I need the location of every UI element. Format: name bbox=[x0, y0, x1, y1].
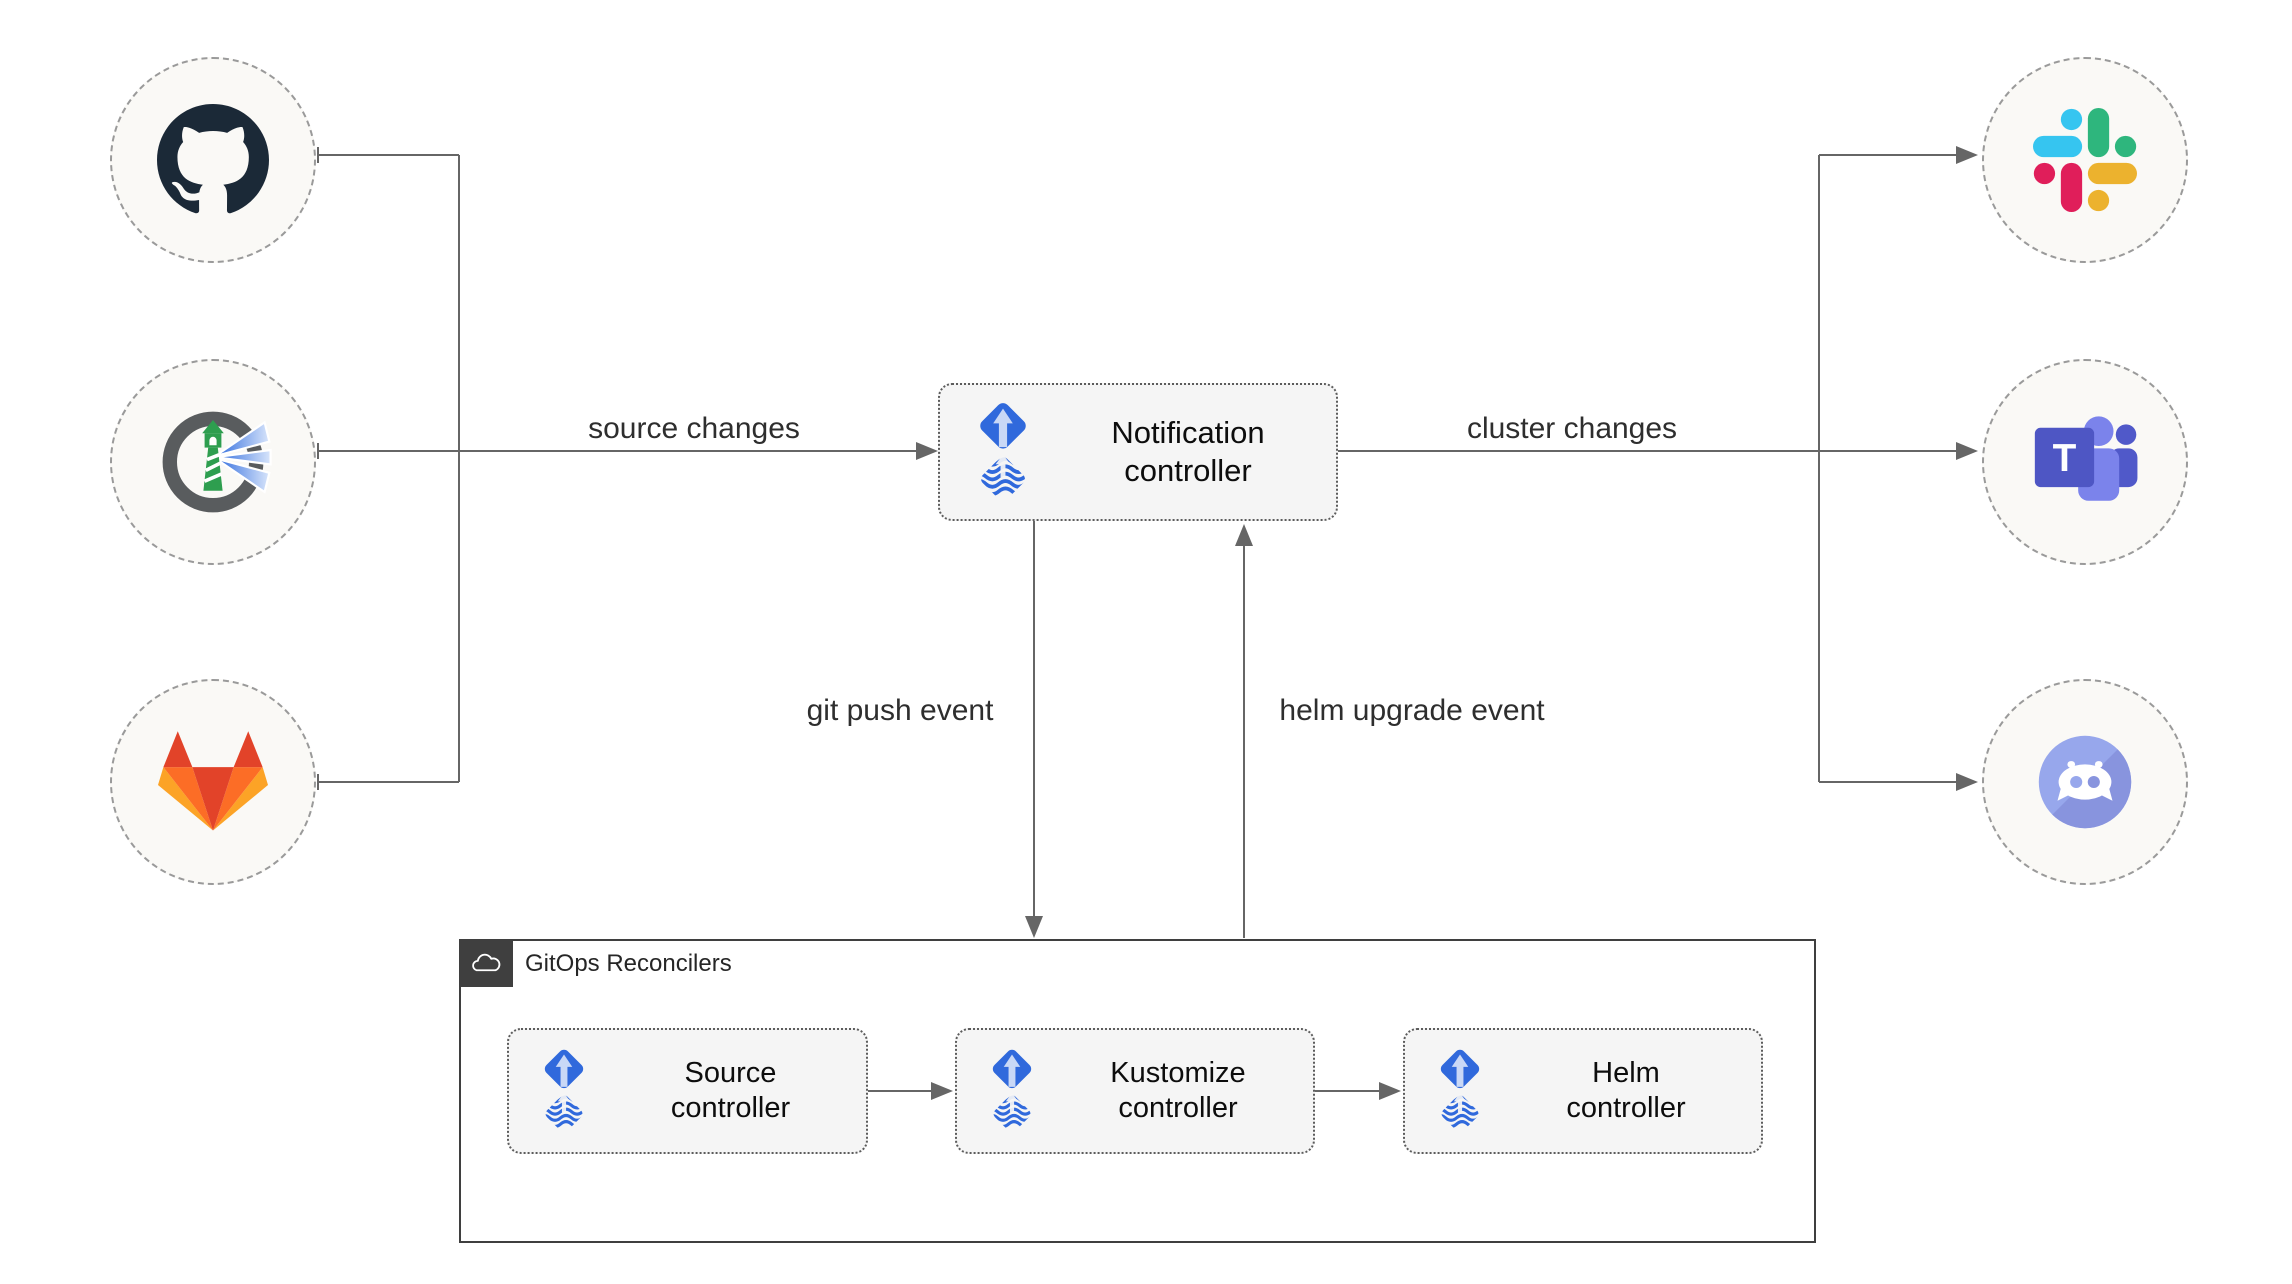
github-icon bbox=[157, 104, 269, 214]
node-kustomize-controller: Kustomize controller bbox=[955, 1028, 1315, 1154]
flux-logo-icon bbox=[533, 1045, 595, 1137]
github-badge bbox=[110, 57, 316, 263]
flux-logo-icon bbox=[981, 1045, 1043, 1137]
node-helm-controller: Helm controller bbox=[1403, 1028, 1763, 1154]
node-source-controller: Source controller bbox=[507, 1028, 868, 1154]
teams-letter: T bbox=[2053, 437, 2077, 480]
node-label: Kustomize controller bbox=[1110, 1056, 1246, 1124]
gitlab-icon bbox=[158, 731, 268, 831]
flux-logo-icon bbox=[1429, 1045, 1491, 1137]
node-label: Helm controller bbox=[1566, 1056, 1686, 1124]
flux-logo-icon bbox=[966, 398, 1040, 506]
discord-badge bbox=[1982, 679, 2188, 885]
cloud-icon bbox=[472, 953, 501, 971]
teams-badge: T bbox=[1982, 359, 2188, 565]
gitlab-badge bbox=[110, 679, 316, 885]
slack-icon bbox=[2033, 108, 2137, 212]
node-label: Source controller bbox=[670, 1056, 791, 1124]
left-bus-wire bbox=[317, 147, 460, 790]
node-label: Notification controller bbox=[1111, 415, 1265, 488]
harbor-badge bbox=[110, 359, 316, 565]
harbor-icon bbox=[162, 411, 272, 513]
edge-label-cluster-changes: cluster changes bbox=[1466, 412, 1678, 445]
right-bus-wire bbox=[1338, 155, 1820, 782]
gitops-reconcilers-group: GitOps Reconcilers bbox=[459, 939, 1816, 1243]
teams-icon: T bbox=[2034, 416, 2138, 501]
node-notification-controller: Notification controller bbox=[938, 383, 1338, 521]
edge-label-git-push-event: git push event bbox=[806, 694, 994, 727]
group-tab bbox=[459, 939, 513, 987]
edge-label-source-changes: source changes bbox=[588, 412, 800, 445]
group-title: GitOps Reconcilers bbox=[525, 950, 732, 977]
edge-label-helm-upgrade-event: helm upgrade event bbox=[1279, 694, 1545, 727]
discord-icon bbox=[2038, 735, 2132, 829]
slack-badge bbox=[1982, 57, 2188, 263]
